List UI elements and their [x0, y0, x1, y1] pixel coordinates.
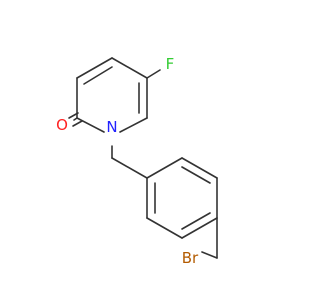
bonds: [68, 57, 218, 259]
bond-c2-o: [73, 117, 78, 121]
bond-ch2-br: [201, 251, 218, 259]
bond-ch2-ar: [111, 157, 148, 179]
bond-ar2-ar3: [181, 157, 218, 179]
bond-c6-n1: [119, 117, 148, 133]
structure-diagram: F O N Br: [56, 55, 218, 267]
fluorine-label: F: [166, 55, 175, 73]
bond-n1-c2: [76, 117, 105, 133]
bromine-label: Br: [182, 249, 199, 267]
bond-ar1-ar2: [146, 157, 183, 179]
bond-c3-c4-inner: [83, 66, 113, 85]
bond-c3-c4: [76, 57, 113, 79]
bond-ar5-ar6: [146, 217, 183, 239]
bond-c5-f: [146, 69, 161, 79]
bond-c4-c5: [111, 57, 148, 79]
bond-ar4-ar5-inner: [181, 212, 211, 230]
bond-c2-o-b: [72, 120, 83, 127]
bond-c2-o-a: [68, 112, 79, 119]
oxygen-label: O: [56, 116, 68, 134]
bond-ar2-ar3-inner: [181, 166, 211, 184]
bond-ar4-ar5: [181, 217, 218, 239]
nitrogen-label: N: [106, 118, 117, 136]
atom-labels: F O N Br: [56, 55, 199, 267]
